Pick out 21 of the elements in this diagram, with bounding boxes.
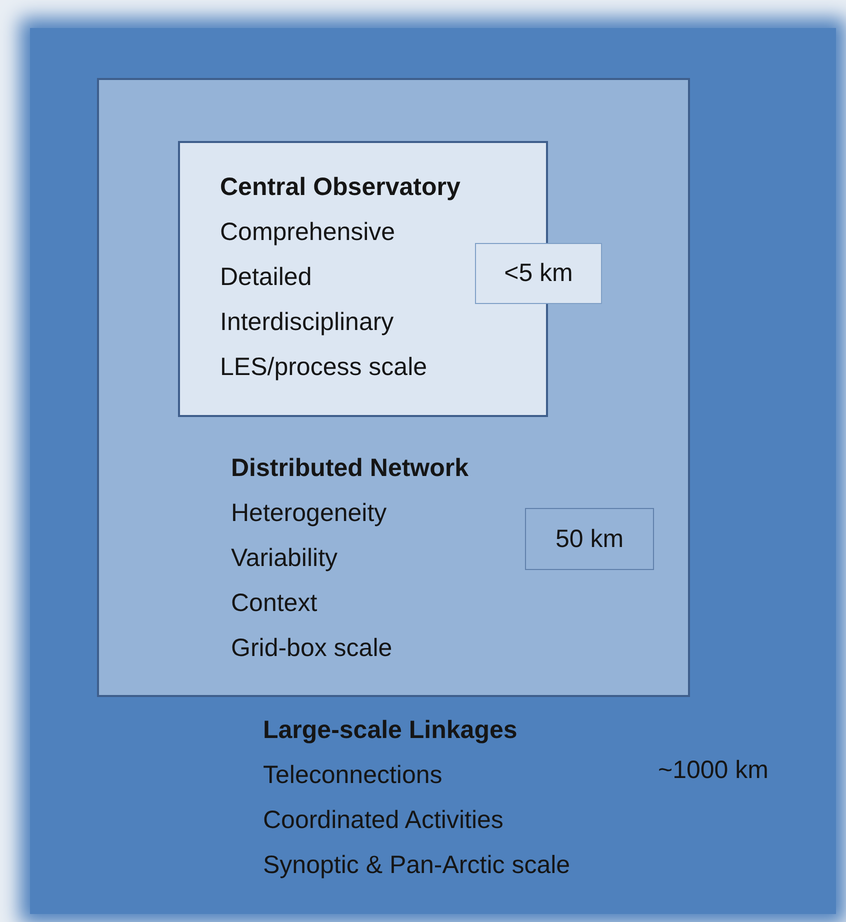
list-item: Variability [231, 543, 338, 574]
list-item: Detailed [220, 262, 312, 293]
list-item: Interdisciplinary [220, 307, 394, 338]
heading: Large-scale Linkages [263, 715, 518, 746]
list-item: Synoptic & Pan-Arctic scale [263, 850, 570, 881]
scale-label [525, 508, 654, 570]
scale-text: ~1000 km [658, 755, 768, 786]
list-item: Comprehensive [220, 217, 396, 248]
scale-text: 50 km [555, 524, 624, 554]
list-item: LES/process scale [220, 352, 428, 383]
list-item: Heterogeneity [231, 498, 387, 529]
list-item: Context [231, 588, 318, 619]
list-item: Grid-box scale [231, 633, 392, 664]
heading: Distributed Network [231, 453, 469, 484]
region-panel [30, 28, 836, 914]
scale-label [475, 243, 602, 304]
list-item: Coordinated Activities [263, 805, 504, 836]
heading: Central Observatory [220, 172, 460, 203]
region-panel [97, 78, 690, 697]
list-item: Teleconnections [263, 760, 442, 791]
scale-text: <5 km [504, 258, 573, 289]
